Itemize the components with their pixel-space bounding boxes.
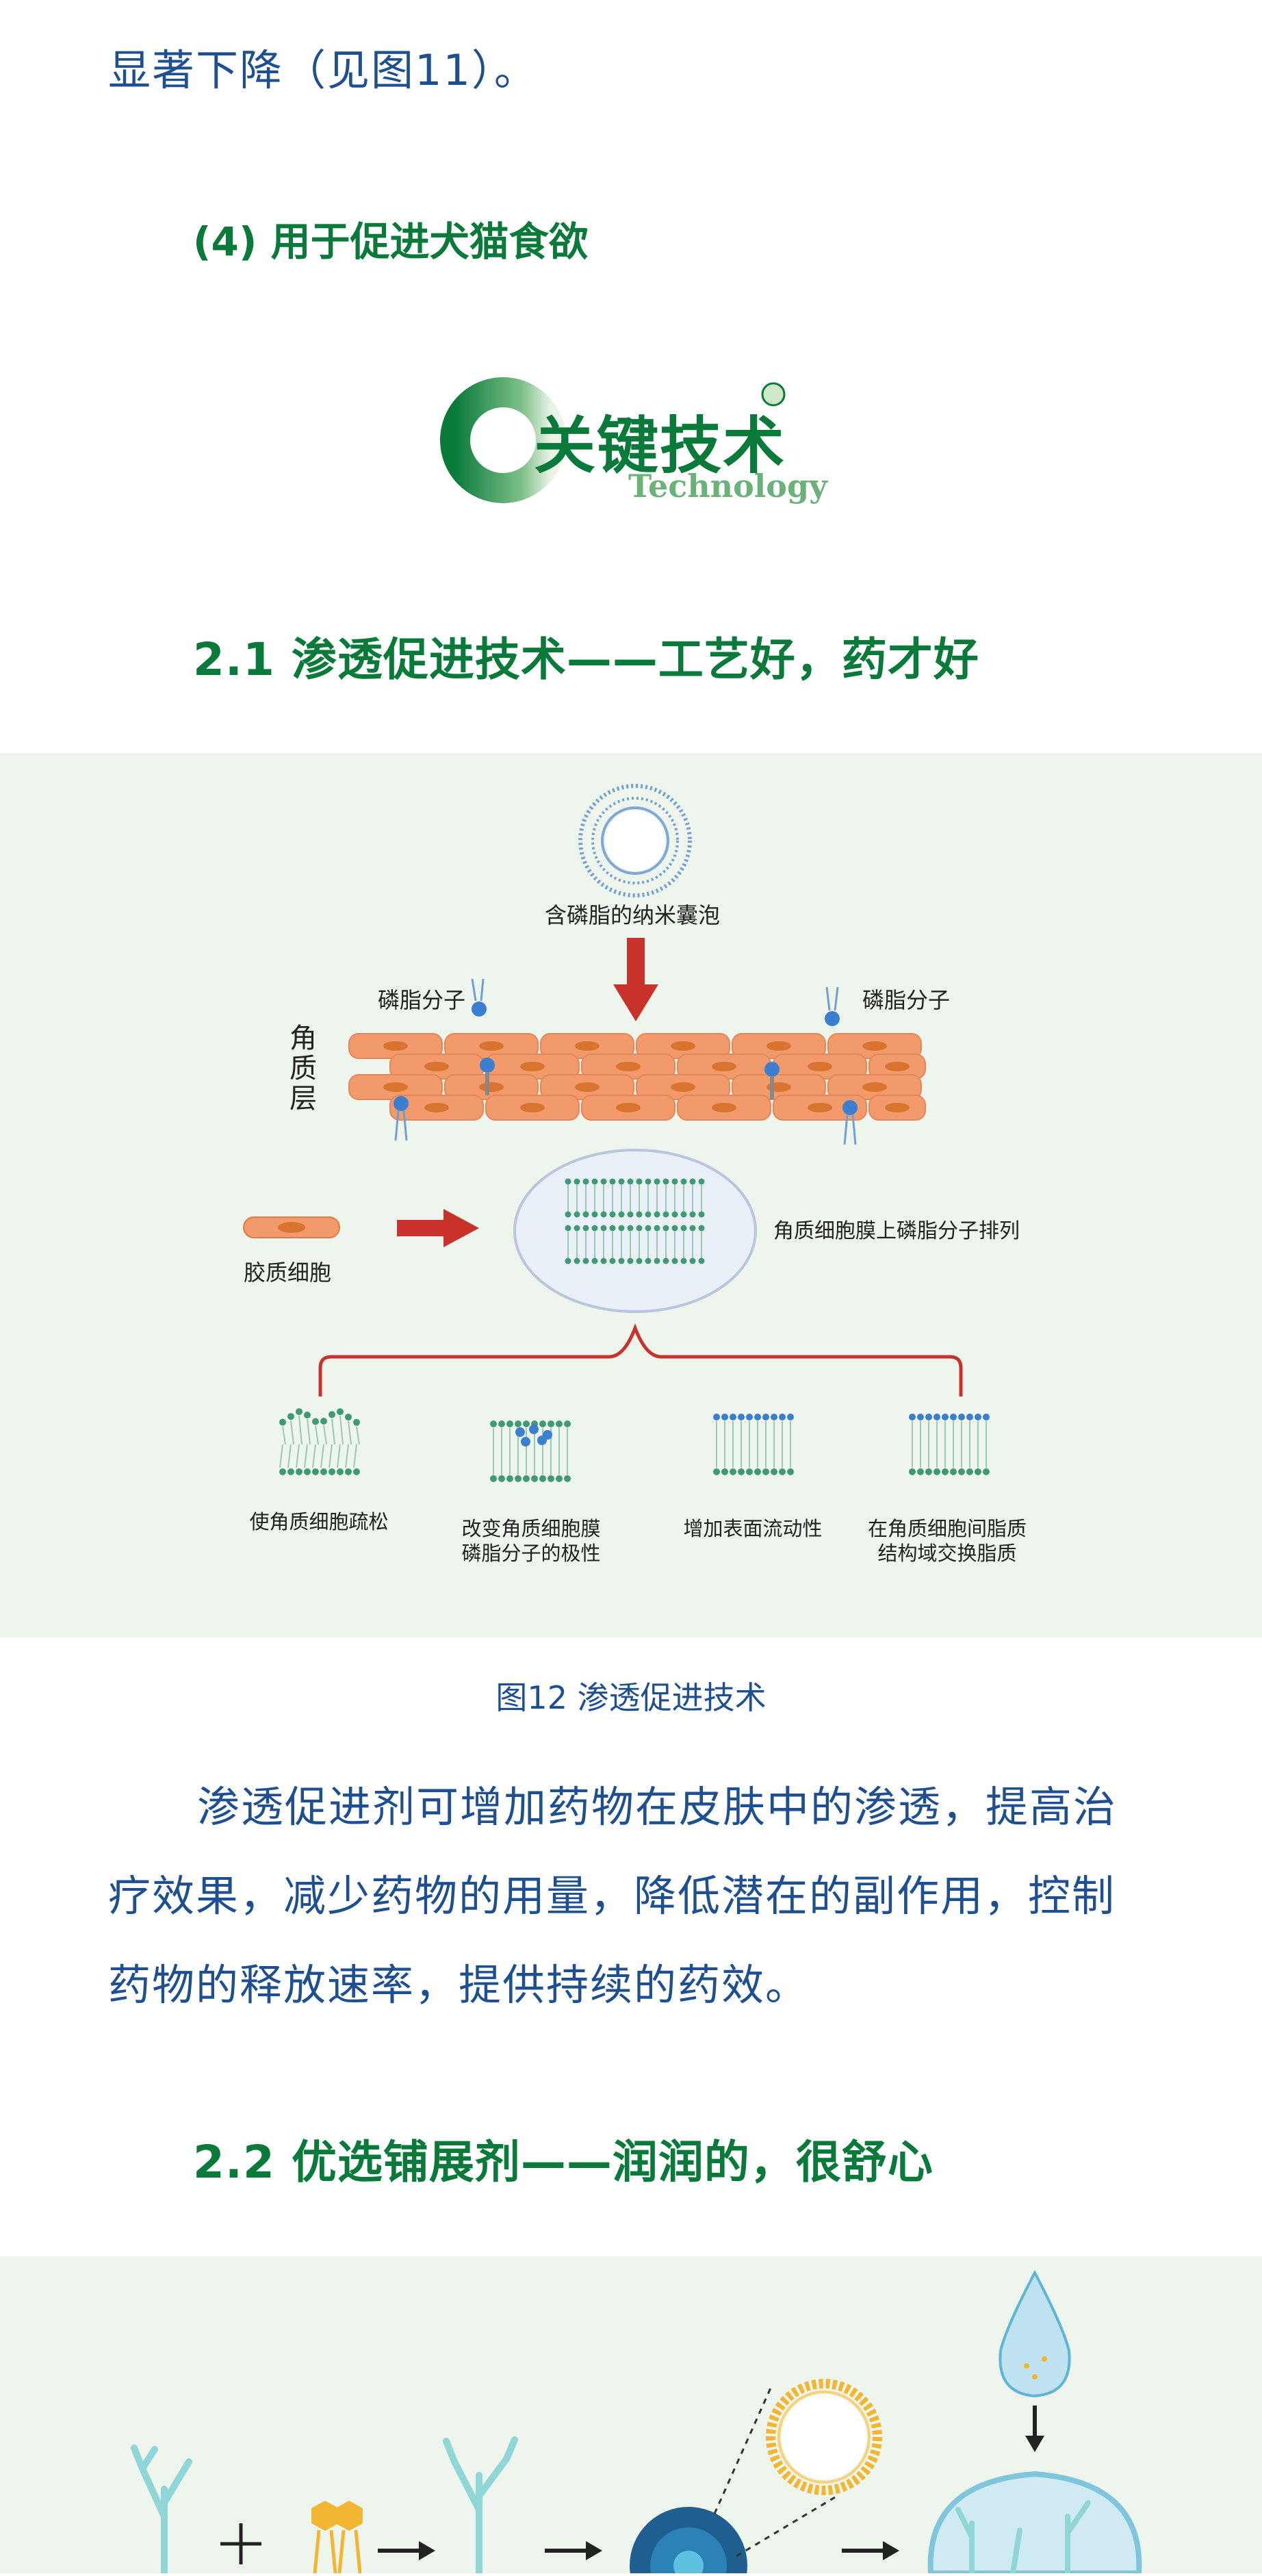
- spread-film-dome-icon: [927, 2471, 1142, 2576]
- water-droplet-icon: [999, 2269, 1071, 2398]
- keratinocyte-icon: [243, 1216, 340, 1238]
- stratum-label-1: 角: [289, 1023, 317, 1054]
- section-2-1-paragraph: 渗透促进剂可增加药物在皮肤中的渗透，提高治 疗效果，减少药物的用量，降低潜在的副…: [108, 1763, 1176, 2030]
- stratum-label-2: 质: [289, 1053, 317, 1084]
- process-arrow-icon: [378, 2406, 1044, 2560]
- phospholipid-label-right: 磷脂分子: [862, 987, 950, 1013]
- effect-4-label-line2: 结构域交换脂质: [877, 1542, 1016, 1565]
- phospholipid-label-left: 磷脂分子: [378, 987, 465, 1013]
- logo-subtitle: Technology: [628, 468, 827, 505]
- effects-brace: [318, 1323, 963, 1397]
- effect-4-label-line1: 在角质细胞间脂质: [868, 1517, 1027, 1540]
- section-2-2-heading: 2.2 优选铺展剂——润润的，很舒心: [193, 2136, 933, 2189]
- paragraph-line-2: 疗效果，减少药物的用量，降低潜在的副作用，控制: [108, 1871, 1116, 1921]
- vesicle-label: 含磷脂的纳米囊泡: [545, 902, 720, 928]
- keratinocyte-label: 胶质细胞: [244, 1260, 331, 1286]
- intro-tail-line: 显著下降（见图11）。: [108, 45, 538, 95]
- figure-12-panel: 含磷脂的纳米囊泡 磷脂分子 磷脂分子 角 质 层: [0, 753, 1262, 1637]
- effect-icons: [279, 1408, 990, 1482]
- logo-ring-icon: [440, 377, 786, 503]
- figure-12-caption: 图12 渗透促进技术: [495, 1679, 767, 1716]
- nano-vesicle-icon: [578, 784, 692, 897]
- right-arrow-icon: [397, 1209, 479, 1247]
- logo-title: 关键技术: [534, 410, 786, 482]
- phospholipid-molecule-icon: [471, 978, 840, 1026]
- permeation-diagram: 含磷脂的纳米囊泡 磷脂分子 磷脂分子 角 质 层: [243, 784, 1027, 1565]
- branch-molecule-icon: [131, 2436, 518, 2576]
- spreading-agent-diagram: [131, 2269, 1142, 2576]
- down-arrow-icon: [613, 938, 658, 1021]
- effect-2-label-line2: 磷脂分子的极性: [461, 1542, 600, 1565]
- key-technology-logo: 关键技术 Technology: [438, 375, 827, 512]
- membrane-arrangement-label: 角质细胞膜上磷脂分子排列: [773, 1219, 1020, 1243]
- paragraph-line-1: 渗透促进剂可增加药物在皮肤中的渗透，提高治: [197, 1782, 1118, 1832]
- micelle-core-icon: [630, 2384, 836, 2576]
- section-2-1-heading: 2.1 渗透促进技术——工艺好，药才好: [193, 633, 979, 686]
- micelle-zoom-icon: [766, 2379, 882, 2495]
- effect-3-label: 增加表面流动性: [683, 1517, 822, 1540]
- figure-13-panel: [0, 2256, 1262, 2576]
- section-4-heading: (4) 用于促进犬猫食欲: [193, 218, 589, 265]
- surfactant-molecule-icon: [311, 2501, 363, 2574]
- membrane-magnified-view: [513, 1149, 757, 1313]
- paragraph-line-3: 药物的释放速率，提供持续的药效。: [108, 1960, 810, 2010]
- stratum-corneum-layer: [348, 1033, 926, 1121]
- embedded-phospholipid-icon: [394, 1058, 858, 1145]
- effect-1-label: 使角质细胞疏松: [249, 1510, 388, 1533]
- stratum-label-3: 层: [289, 1083, 317, 1114]
- effect-2-label-line1: 改变角质细胞膜: [461, 1517, 600, 1540]
- plus-icon: [220, 2523, 261, 2564]
